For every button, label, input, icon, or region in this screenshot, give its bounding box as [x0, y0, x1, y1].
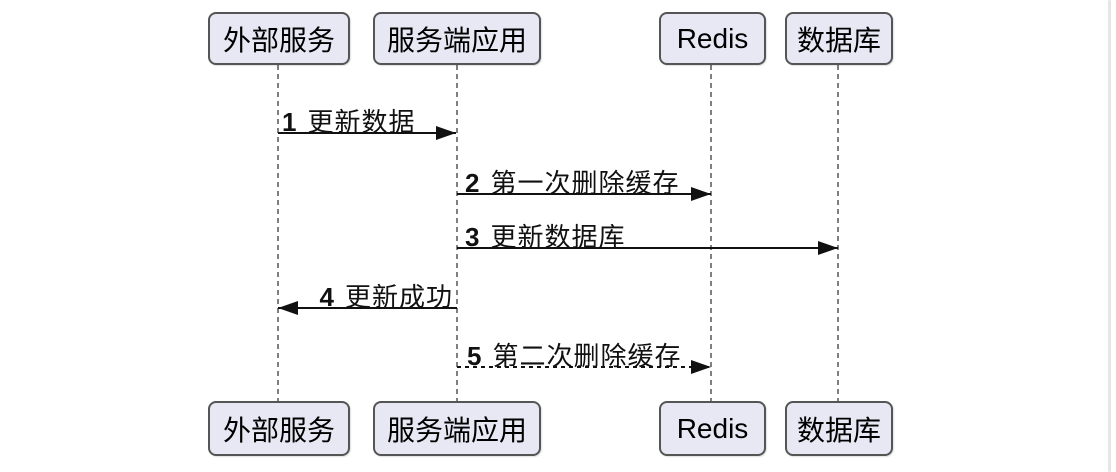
message-4-line — [278, 307, 457, 309]
actor-server-app-top-label: 服务端应用 — [386, 24, 527, 56]
message-5-number: 5 — [467, 341, 483, 371]
actor-database-bottom: 数据库 — [785, 401, 893, 456]
message-2-number: 2 — [465, 168, 481, 198]
message-4-arrowhead-icon — [278, 301, 298, 315]
lifeline-server-app — [456, 65, 458, 401]
actor-external-service-bottom-label: 外部服务 — [222, 414, 335, 446]
actor-external-service-top: 外部服务 — [208, 12, 350, 65]
actor-database-top: 数据库 — [785, 12, 893, 65]
message-1-line — [278, 132, 456, 134]
message-5-line — [457, 366, 711, 368]
message-4-number: 4 — [319, 282, 335, 312]
actor-server-app-bottom: 服务端应用 — [373, 401, 541, 456]
lifeline-redis — [710, 65, 712, 401]
actor-external-service-bottom: 外部服务 — [208, 401, 350, 456]
message-3-number: 3 — [465, 222, 481, 252]
message-1-arrowhead-icon — [436, 126, 456, 140]
actor-database-bottom-label: 数据库 — [796, 414, 881, 446]
message-5-arrowhead-icon — [691, 360, 711, 374]
actor-server-app-top: 服务端应用 — [373, 12, 541, 65]
actor-external-service-top-label: 外部服务 — [222, 24, 335, 56]
message-1-number: 1 — [282, 107, 298, 137]
message-2-line — [457, 193, 711, 195]
message-3-arrowhead-icon — [818, 241, 838, 255]
actor-database-top-label: 数据库 — [796, 24, 881, 56]
actor-server-app-bottom-label: 服务端应用 — [386, 414, 527, 446]
actor-redis-top-label: Redis — [676, 22, 749, 54]
message-2-arrowhead-icon — [691, 187, 711, 201]
lifeline-external-service — [277, 65, 279, 401]
scrollbar[interactable] — [1108, 0, 1111, 472]
actor-redis-top: Redis — [659, 12, 766, 65]
message-3-line — [457, 247, 838, 249]
lifeline-database — [837, 65, 839, 401]
actor-redis-bottom: Redis — [659, 401, 766, 456]
actor-redis-bottom-label: Redis — [676, 412, 749, 444]
